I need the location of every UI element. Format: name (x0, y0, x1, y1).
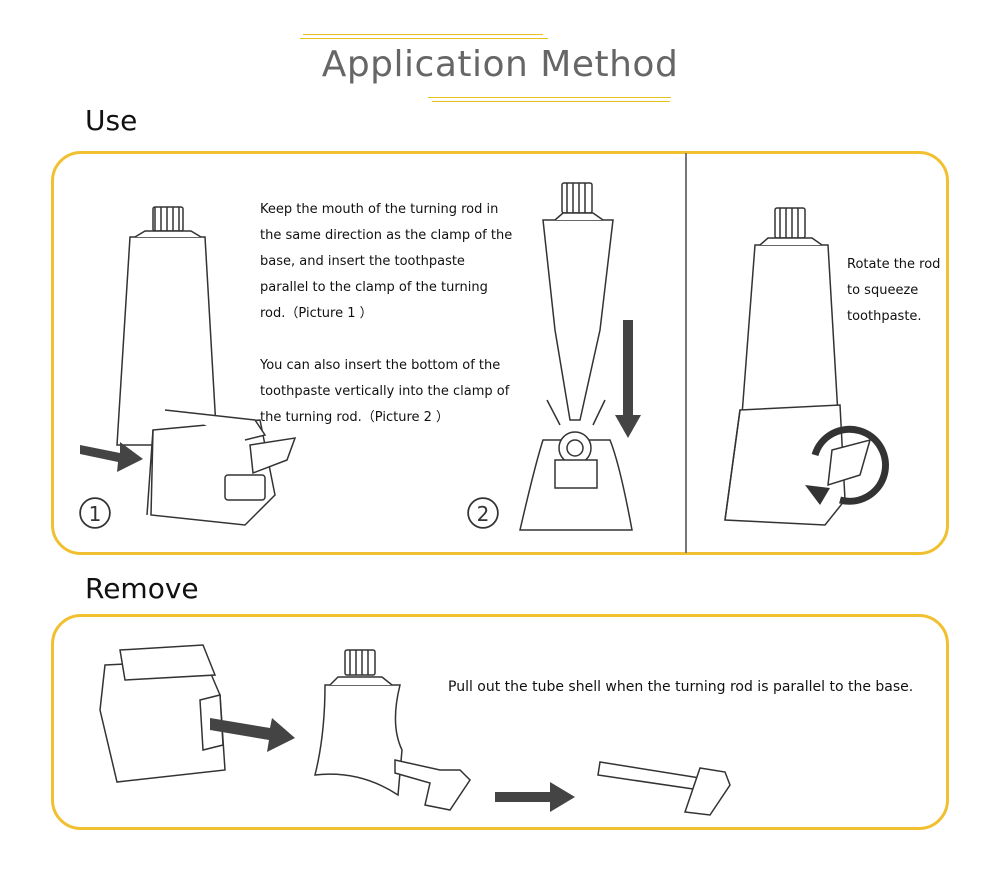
title-deco-bottom-2 (432, 101, 670, 102)
remove-illustration-1 (95, 640, 295, 785)
use-panel-divider (685, 153, 687, 553)
turning-rod-icon (598, 762, 700, 790)
remove-instruction: Pull out the tube shell when the turning… (448, 679, 914, 695)
turning-rod-icon (395, 760, 470, 810)
remove-arrow (495, 782, 575, 812)
remove-illustration-3 (590, 750, 740, 820)
picture-1-illustration (75, 195, 305, 540)
turning-rod-icon (250, 438, 295, 473)
title-deco-top-2 (300, 38, 548, 39)
squeezer-base-icon (725, 405, 845, 525)
arrow-right-icon (495, 782, 575, 812)
toothpaste-tube-icon (742, 245, 838, 415)
toothpaste-tube-icon (315, 685, 402, 795)
picture-1-badge: 1 (80, 498, 110, 528)
remove-illustration-2 (310, 645, 480, 815)
use-instruction-1: Keep the mouth of the turning rod in the… (260, 202, 513, 321)
page-title: Application Method (321, 44, 679, 85)
picture-2-badge: 2 (468, 498, 498, 528)
arrow-right-icon (210, 718, 295, 752)
arrow-right-icon (80, 442, 143, 472)
picture-2-illustration (505, 180, 641, 535)
rotate-arrow-icon (815, 429, 886, 501)
rotate-instruction: Rotate the rod to squeeze toothpaste. (847, 257, 941, 324)
arrow-down-icon (615, 320, 641, 438)
use-instructions: Keep the mouth of the turning rod in the… (260, 197, 515, 457)
use-heading: Use (85, 104, 138, 137)
remove-heading: Remove (85, 572, 199, 605)
title-deco-bottom-1 (428, 97, 671, 98)
title-deco-top-1 (303, 34, 543, 35)
use-instruction-2: You can also insert the bottom of the to… (260, 358, 510, 425)
turning-rod-icon (828, 440, 870, 485)
toothpaste-tube-icon (543, 220, 613, 420)
picture-3-illustration (720, 200, 900, 535)
